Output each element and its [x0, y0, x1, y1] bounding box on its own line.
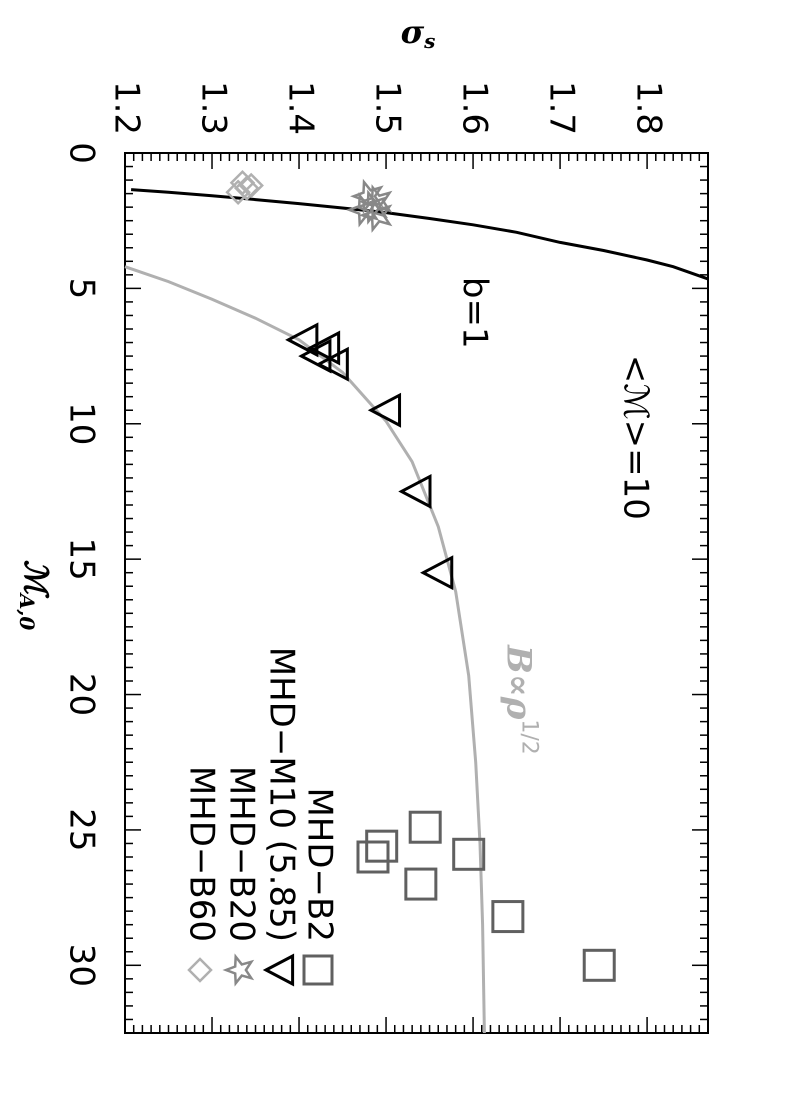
tick-label-sigma: 1.3 [194, 81, 234, 135]
axis-ticks [124, 152, 709, 1034]
point-square [404, 867, 438, 901]
point-triangle [398, 473, 432, 509]
tick-label-sigma: 1.5 [368, 81, 408, 135]
point-star [358, 197, 393, 233]
series-diamond [225, 170, 264, 206]
annotation-mach: <ℳ>=10 [616, 355, 656, 520]
legend-marker-star [222, 953, 255, 987]
x-axis-title: σs [401, 13, 436, 53]
annotation-b-rho-main: B∝ρ [499, 644, 539, 720]
tick-label-sigma: 1.2 [107, 81, 147, 135]
legend-item: MHD−B2 [300, 787, 340, 986]
point-diamond [234, 175, 260, 201]
tick-label-sigma: 1.8 [629, 81, 669, 135]
point-square [408, 810, 442, 844]
y-axis-title-text: ℳA,0 [16, 560, 56, 631]
curve-b1 [130, 188, 709, 281]
y-axis-title-sub: A,0 [16, 592, 40, 630]
point-triangle [306, 330, 341, 366]
point-diamond [225, 179, 251, 206]
legend-marker-triangle [262, 953, 295, 987]
legend-item: MHD−M10 (5.85) [262, 647, 302, 987]
tick-label-sigma: 1.6 [455, 81, 495, 135]
point-square [356, 840, 390, 874]
point-triangle [315, 346, 349, 382]
x-axis-title-sub: s [423, 29, 435, 53]
legend-label: MHD−B2 [300, 787, 340, 942]
annotation-b-rho: B∝ρ1/2 [499, 644, 542, 755]
tick-label-sigma: 1.4 [281, 81, 321, 135]
axis-tick-labels: 1.2 1.3 1.4 1.5 1.6 1.7 1.8 0 5 10 15 20 25 30 [62, 81, 669, 987]
point-square [582, 948, 616, 982]
legend-label: MHD−B60 [182, 766, 222, 942]
tick-label-mach: 5 [62, 278, 102, 300]
legend-marker-diamond [187, 957, 213, 983]
legend-label: MHD−B20 [222, 766, 262, 942]
annotation-b-rho-sup: 1/2 [517, 719, 542, 754]
model-curves [124, 188, 709, 1034]
point-star [345, 192, 380, 228]
point-triangle [420, 555, 454, 591]
x-axis-title-main: σ [401, 13, 425, 51]
point-triangle [285, 322, 319, 358]
tick-label-mach: 15 [62, 538, 102, 581]
annotations: <ℳ>=10 b=1 B∝ρ1/2 [455, 277, 656, 755]
tick-label-mach: 0 [62, 142, 102, 164]
y-axis-title-main: ℳ [18, 560, 56, 599]
annotation-b1: b=1 [455, 277, 495, 349]
plot-frame [124, 152, 709, 1034]
legend-marker-square [302, 954, 334, 986]
tick-label-mach: 20 [62, 673, 102, 716]
data-points [225, 170, 616, 982]
series-star [345, 178, 393, 233]
legend-item: MHD−B20 [222, 766, 262, 987]
curve-b-rho [124, 265, 486, 1034]
tick-label-mach: 30 [62, 944, 102, 987]
series-square [356, 810, 616, 982]
tick-label-mach: 25 [62, 808, 102, 851]
point-square [452, 837, 486, 871]
x-axis-title-text: σs [401, 13, 436, 53]
legend-item: MHD−B60 [182, 766, 222, 983]
point-star [350, 178, 384, 214]
legend-label: MHD−M10 (5.85) [262, 647, 302, 942]
point-square [491, 900, 525, 934]
series-triangle [285, 322, 454, 591]
point-triangle [367, 392, 402, 428]
point-square [365, 829, 399, 863]
tick-label-sigma: 1.7 [542, 81, 582, 135]
point-triangle [298, 338, 332, 374]
tick-label-mach: 10 [62, 402, 102, 445]
y-axis-title: ℳA,0 [16, 560, 56, 631]
